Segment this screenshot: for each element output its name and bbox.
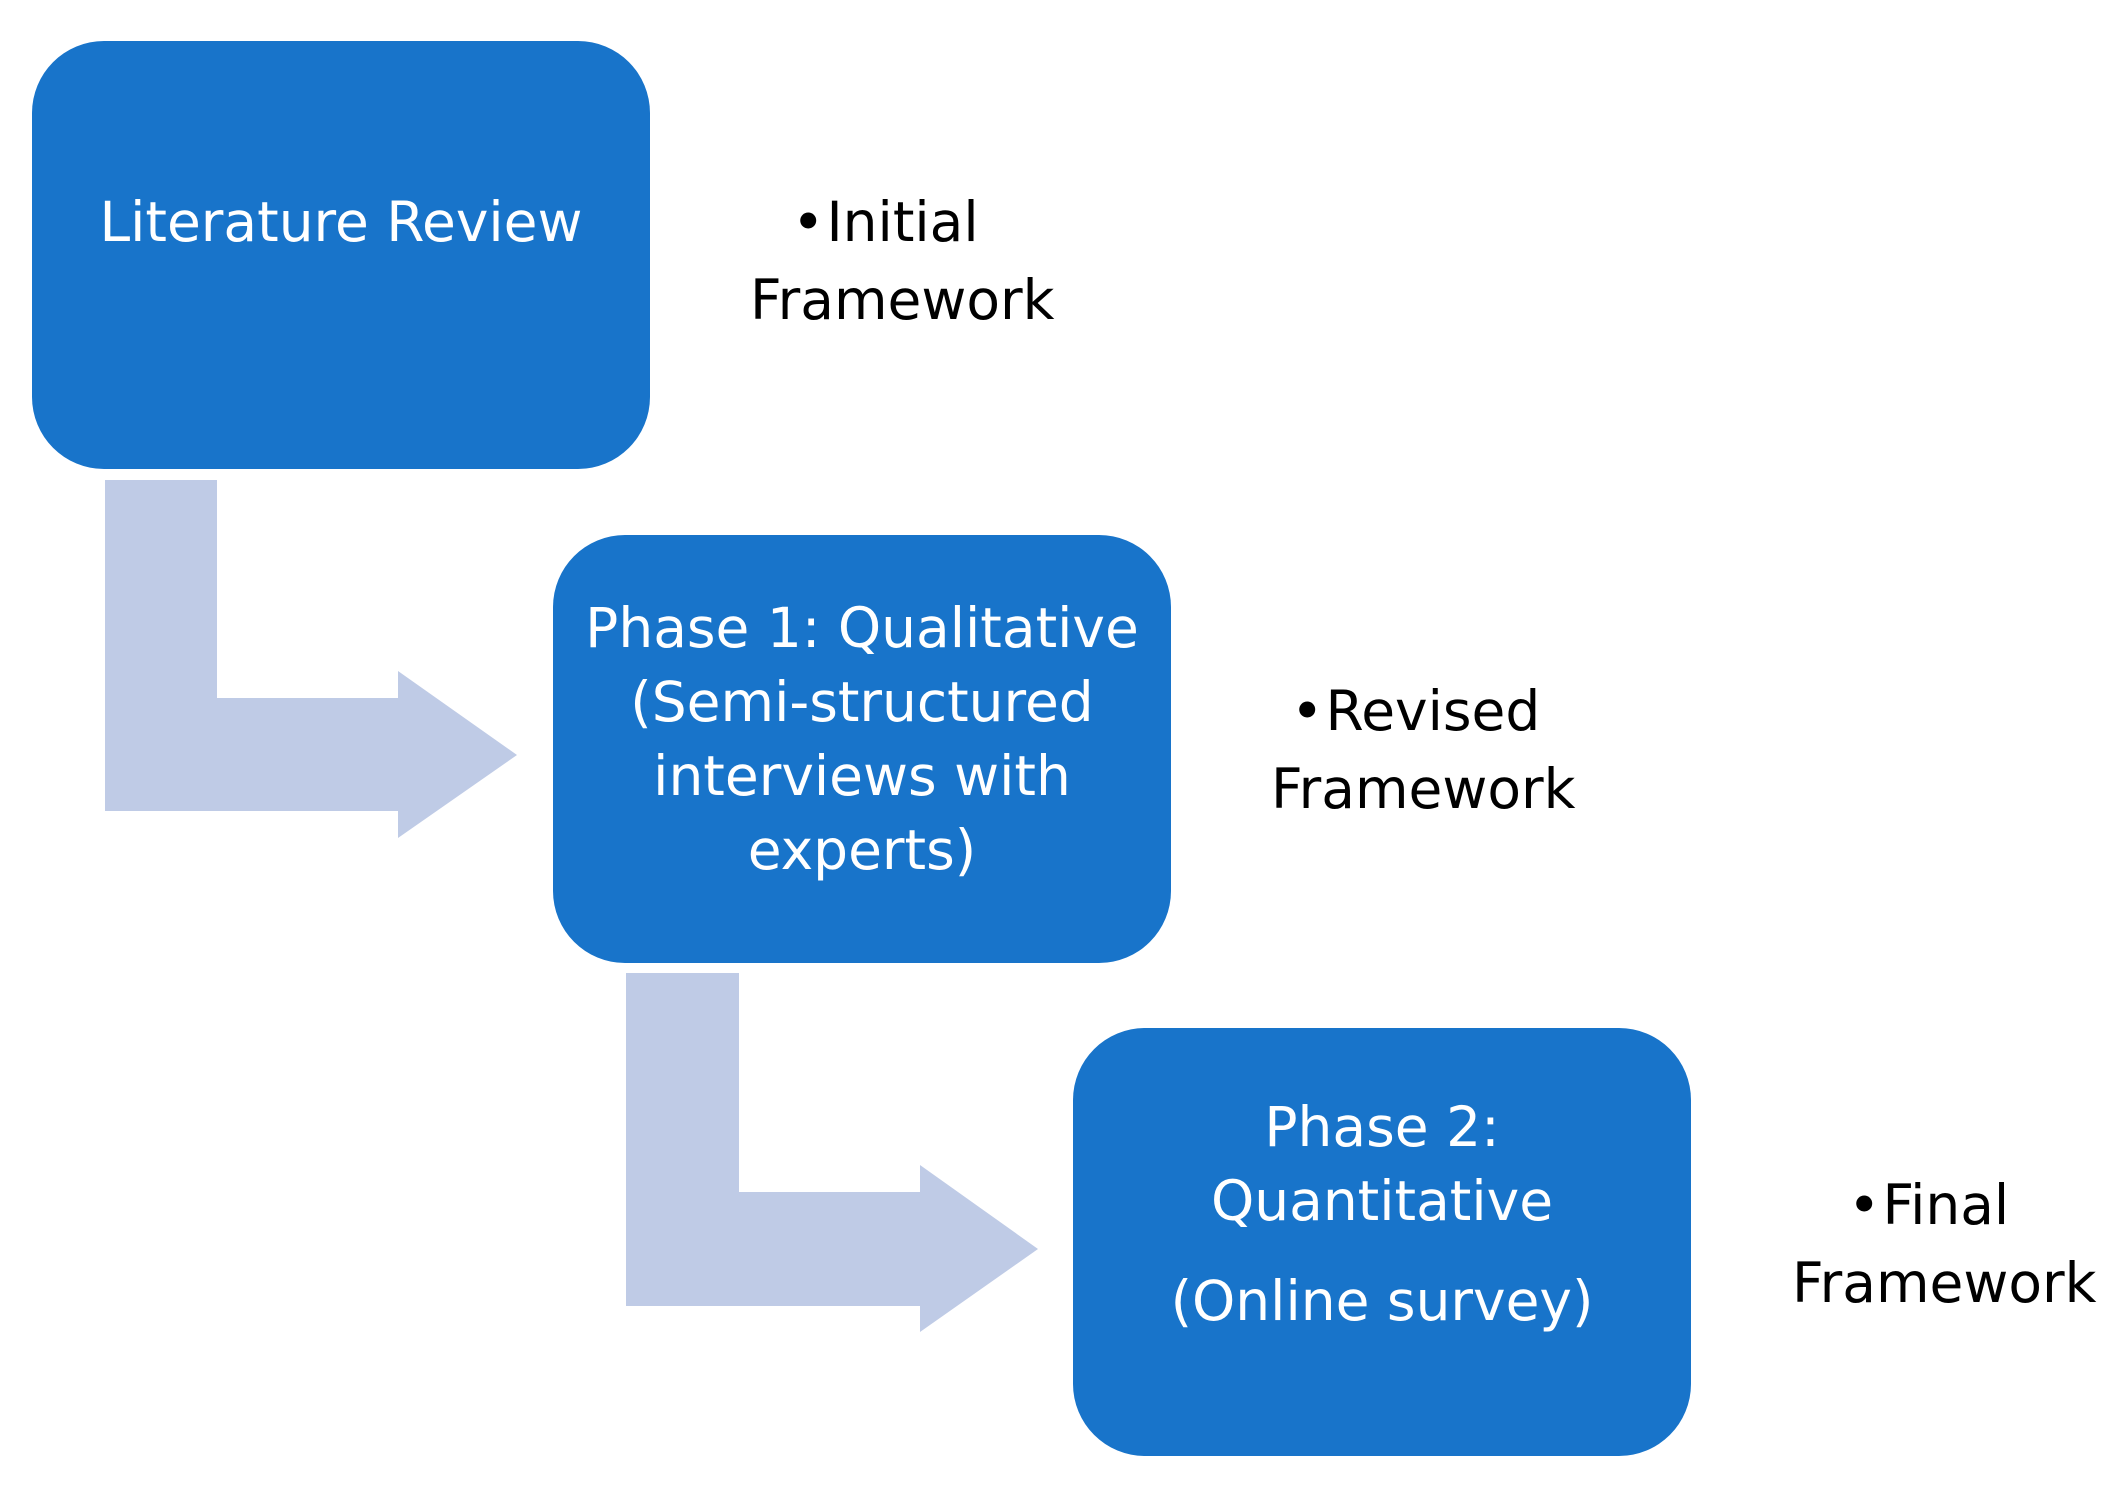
bent-arrow-2 xyxy=(626,973,1038,1332)
bent-arrow-1 xyxy=(105,480,517,838)
note-final-framework: •Final Framework xyxy=(1792,1166,2096,1322)
step-phase-1-line-1: Phase 1: Qualitative xyxy=(585,596,1139,660)
step-literature-review-line-1: Literature Review xyxy=(99,190,583,254)
step-phase-1-line-3: interviews with xyxy=(653,744,1071,808)
note-initial-framework-word: Framework xyxy=(750,268,1055,332)
note-initial-framework: •Initial Framework xyxy=(750,183,1054,339)
step-literature-review: Literature Review xyxy=(32,41,650,469)
note-revised-word: Revised xyxy=(1325,679,1541,743)
note-revised-framework-word: Framework xyxy=(1271,757,1576,821)
step-phase-2-line-2: Quantitative xyxy=(1210,1169,1554,1233)
step-phase-2-line-3: (Online survey) xyxy=(1170,1269,1594,1333)
note-initial-bullet: • xyxy=(792,190,825,254)
step-phase-1-qualitative: Phase 1: Qualitative (Semi-structured in… xyxy=(553,535,1171,963)
note-final-word: Final xyxy=(1882,1173,2010,1237)
note-revised-bullet: • xyxy=(1291,679,1324,743)
step-phase-2-line-1: Phase 2: xyxy=(1264,1095,1500,1159)
note-final-framework-word: Framework xyxy=(1792,1251,2097,1315)
note-revised-framework: •Revised Framework xyxy=(1271,672,1575,828)
step-phase-2-quantitative: Phase 2: Quantitative (Online survey) xyxy=(1073,1028,1691,1456)
note-initial-word: Initial xyxy=(826,190,979,254)
note-final-bullet: • xyxy=(1848,1173,1881,1237)
step-phase-1-line-2: (Semi-structured xyxy=(630,670,1094,734)
step-phase-1-line-4: experts) xyxy=(747,818,977,882)
